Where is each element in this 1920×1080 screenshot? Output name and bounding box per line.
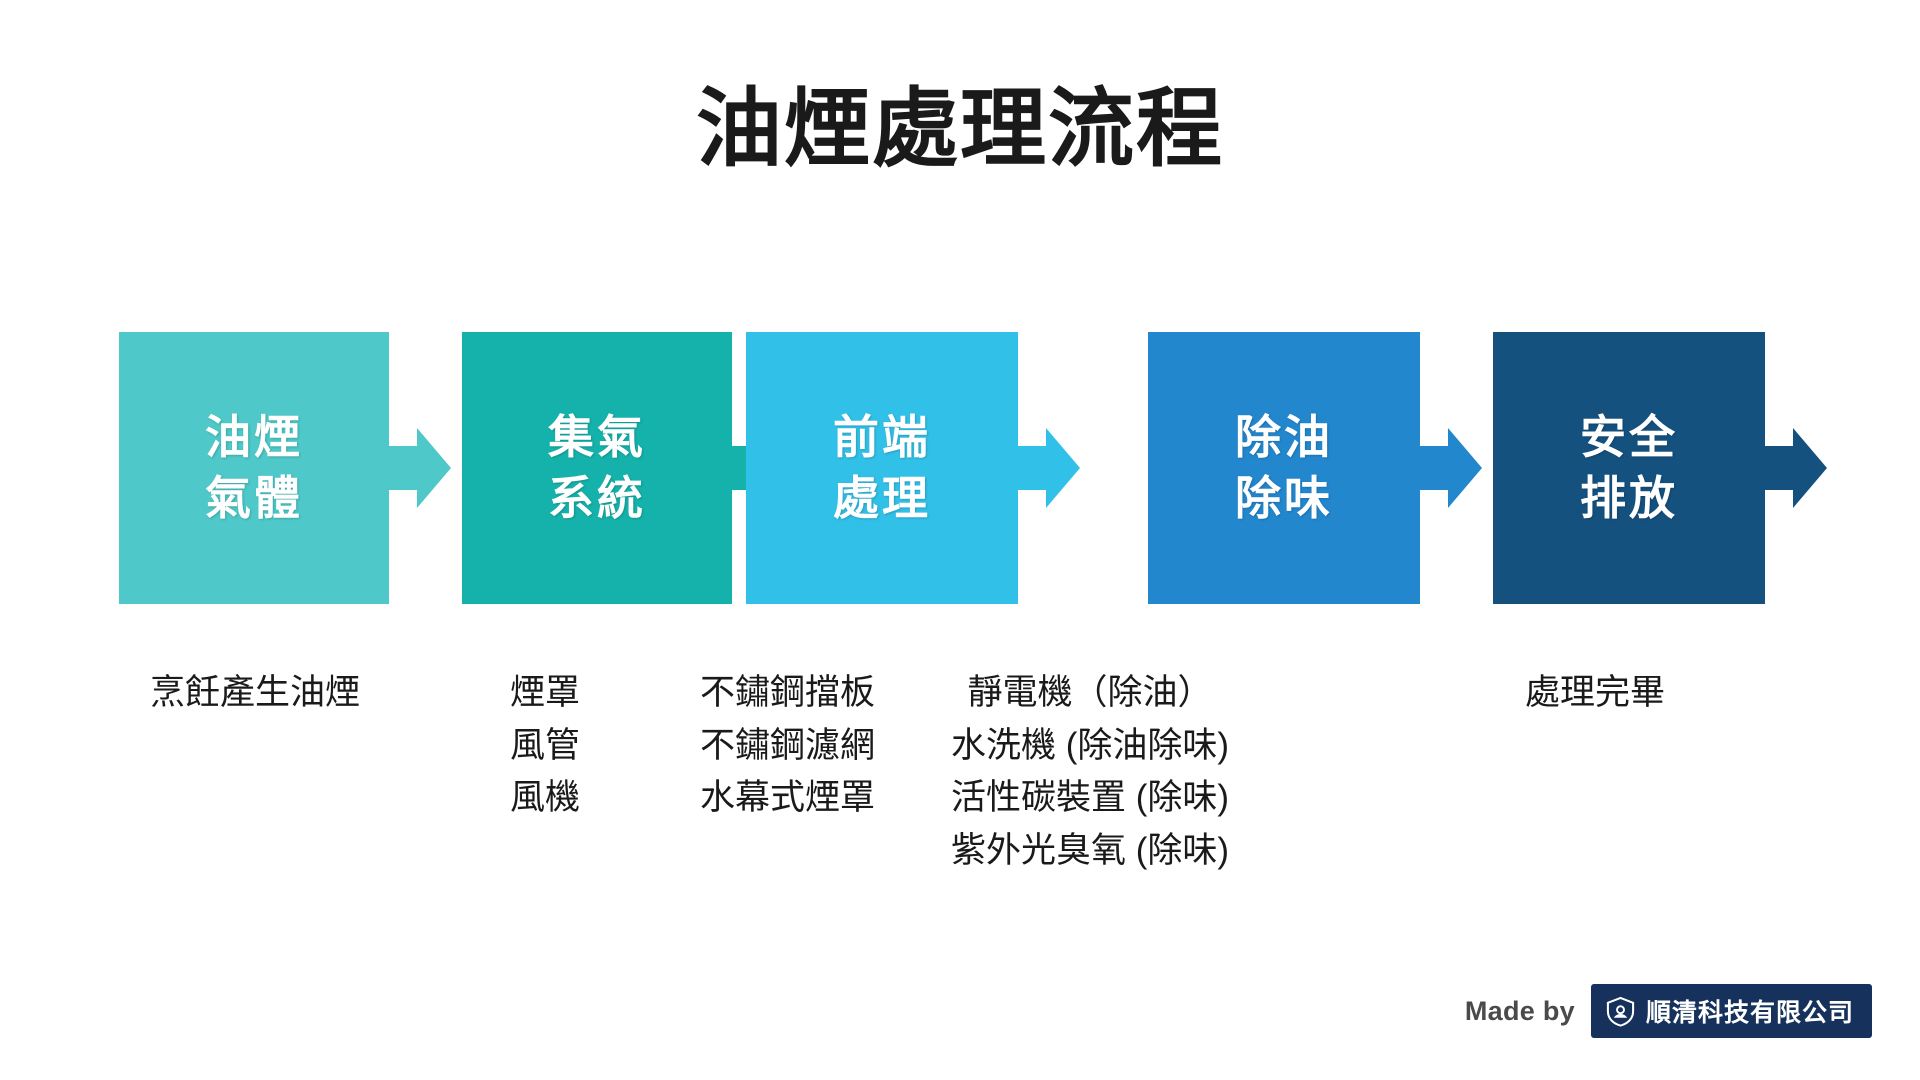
- flow-arrow-4: [1420, 428, 1482, 508]
- flow-arrow-1-head: [417, 428, 451, 508]
- flow-arrow-3: [1018, 428, 1080, 508]
- caption-line: 水洗機 (除油除味): [950, 725, 1230, 765]
- process-step-2-line2: 系統: [548, 472, 646, 524]
- process-step-2-line1: 集氣: [548, 411, 646, 464]
- process-step-1[interactable]: 油煙 氣體: [119, 332, 389, 604]
- flow-arrow-5-shaft: [1765, 446, 1795, 490]
- caption-line: 風管: [509, 725, 580, 765]
- page-title: 油煙處理流程: [696, 81, 1224, 177]
- process-flow: 油煙 氣體 集氣 系統 前端 處理: [0, 332, 1920, 604]
- caption-line: 煙罩: [509, 673, 580, 712]
- caption-line: 活性碳裝置 (除味): [950, 778, 1230, 817]
- process-step-4-caption: 靜電機（除油） 水洗機 (除油除味) 活性碳裝置 (除味) 紫外光臭氧 (除味): [880, 667, 1300, 877]
- process-step-3-box[interactable]: 前端 處理: [746, 332, 1018, 604]
- company-logo[interactable]: 順清科技有限公司: [1590, 984, 1872, 1038]
- company-name: 順清科技有限公司: [1645, 999, 1854, 1027]
- process-step-4-box[interactable]: 除油 除味: [1148, 332, 1420, 604]
- process-step-5-box[interactable]: 安全 排放: [1493, 332, 1765, 604]
- process-step-1-box[interactable]: 油煙 氣體: [119, 332, 389, 604]
- caption-line: 風機: [509, 778, 580, 817]
- process-step-5-line1: 安全: [1580, 411, 1678, 464]
- process-step-1-line1: 油煙: [205, 411, 303, 464]
- process-step-3-caption: 不鏽鋼擋板 不鏽鋼濾網 水幕式煙罩: [640, 667, 935, 825]
- process-step-1-caption: 烹飪產生油煙: [70, 667, 440, 720]
- flow-arrow-1-shaft: [389, 446, 419, 490]
- caption-line: 紫外光臭氧 (除味): [950, 830, 1230, 870]
- caption-line: 不鏽鋼濾網: [699, 725, 875, 765]
- shield-icon: [1606, 996, 1635, 1027]
- process-step-2[interactable]: 集氣 系統: [462, 332, 732, 604]
- flow-arrow-1: [389, 428, 451, 508]
- caption-line: 處理完畢: [1524, 673, 1665, 712]
- process-step-2-caption: 煙罩 風管 風機: [430, 667, 660, 825]
- process-step-5[interactable]: 安全 排放: [1493, 332, 1765, 604]
- caption-line: 烹飪產生油煙: [149, 673, 360, 712]
- process-step-5-caption: 處理完畢: [1430, 667, 1760, 720]
- flow-arrow-5-head: [1793, 428, 1827, 508]
- process-step-4[interactable]: 除油 除味: [1148, 332, 1420, 604]
- process-step-4-line1: 除油: [1235, 411, 1333, 464]
- flow-arrow-4-head: [1448, 428, 1482, 508]
- process-step-5-line2: 排放: [1580, 472, 1678, 524]
- process-step-1-line2: 氣體: [205, 472, 303, 524]
- made-by-label: Made by: [1464, 995, 1575, 1026]
- caption-line: 不鏽鋼擋板: [699, 673, 875, 712]
- footer-branding: Made by 順清科技有限公司: [1465, 984, 1872, 1038]
- flow-arrow-3-head: [1046, 428, 1080, 508]
- caption-line: 水幕式煙罩: [699, 778, 875, 817]
- process-step-2-box[interactable]: 集氣 系統: [462, 332, 732, 604]
- process-step-3[interactable]: 前端 處理: [746, 332, 1018, 604]
- caption-line: 靜電機（除油）: [967, 673, 1213, 712]
- flow-arrow-4-shaft: [1420, 446, 1450, 490]
- process-step-4-line2: 除味: [1235, 472, 1333, 524]
- flow-arrow-3-shaft: [1018, 446, 1048, 490]
- process-step-3-line1: 前端: [833, 411, 931, 464]
- process-step-3-line2: 處理: [833, 472, 931, 524]
- flow-arrow-5: [1765, 428, 1827, 508]
